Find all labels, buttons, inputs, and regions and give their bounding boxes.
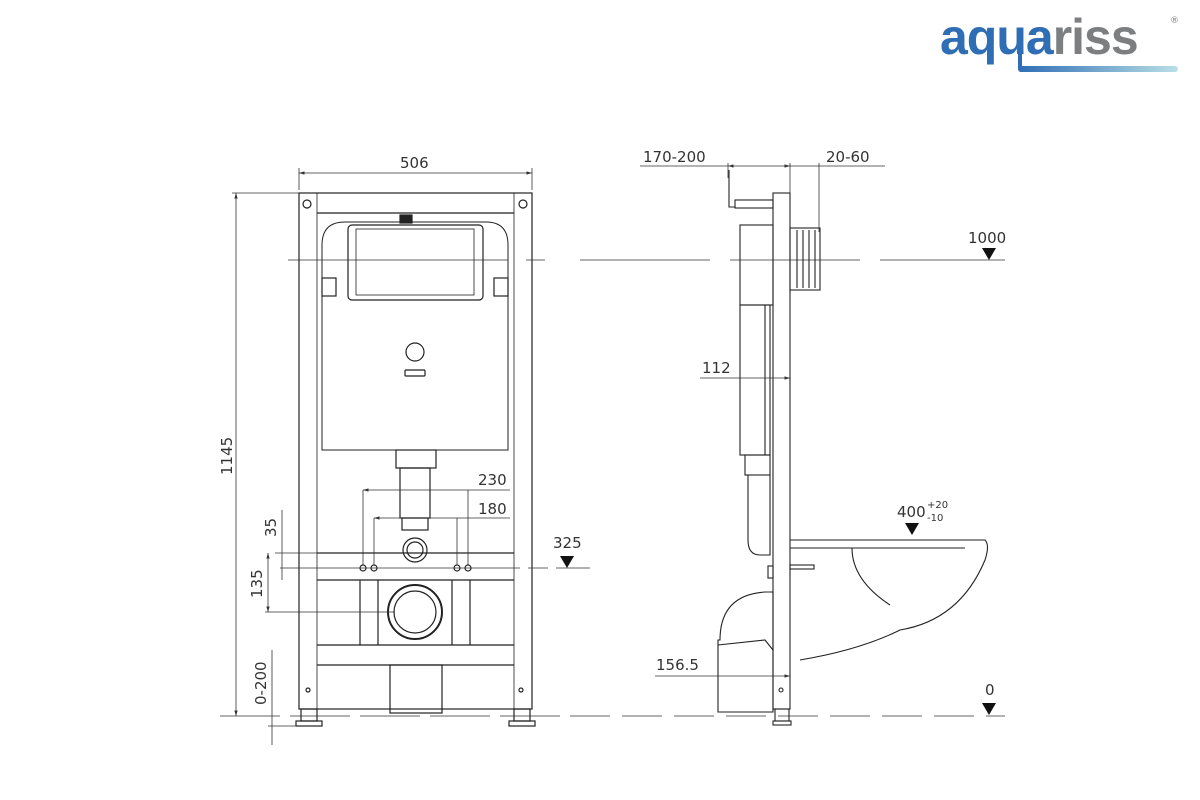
level-marker-1000 [982,248,996,260]
toilet-bowl-outline [790,539,989,661]
level-0: 0 [985,681,995,699]
side-dimension-labels: 170-200 20-60 1000 112 400 +20 -10 156.5… [643,148,1006,715]
tolerance-minus: -10 [927,513,943,524]
level-400: 400 [897,503,926,521]
level-marker-400 [905,523,919,535]
level-marker-0 [982,703,996,715]
front-view [295,192,536,727]
flush-plate-frame [789,227,821,291]
logo-underline-hook [1018,48,1022,70]
cistern-logo-icon [405,342,425,362]
tolerance-plus: +20 [927,500,948,511]
dim-135: 135 [248,569,266,598]
logo-underline-bar [1018,66,1178,72]
level-marker-325 [560,556,574,568]
logo-riss: riss [1052,9,1139,65]
frame-outline [298,192,533,710]
dim-20-60: 20-60 [826,148,870,166]
front-dimension-labels: 506 1145 230 180 35 135 0-200 325 [218,154,582,705]
dim-foot-adjust: 0-200 [252,661,270,705]
frame-side [772,192,791,710]
dim-170-200: 170-200 [643,148,706,166]
dim-35: 35 [262,518,280,537]
mount-hole-right [518,199,528,209]
registered-mark: ® [1170,16,1179,26]
logo-wordmark: aquariss [940,8,1139,66]
dim-width: 506 [400,154,429,172]
brand-logo: aquariss ® [940,8,1185,78]
logo-aqua: aqua [940,9,1054,65]
mount-hole-left [302,199,312,209]
dim-180: 180 [478,500,507,518]
level-325: 325 [553,534,582,552]
dim-height: 1145 [218,437,236,475]
dim-112: 112 [702,359,731,377]
flush-plate-opening [347,224,484,301]
drain-outlet [387,584,443,640]
side-view [717,170,989,726]
level-1000: 1000 [968,229,1006,247]
dim-156-5: 156.5 [656,656,699,674]
dim-230: 230 [478,471,507,489]
